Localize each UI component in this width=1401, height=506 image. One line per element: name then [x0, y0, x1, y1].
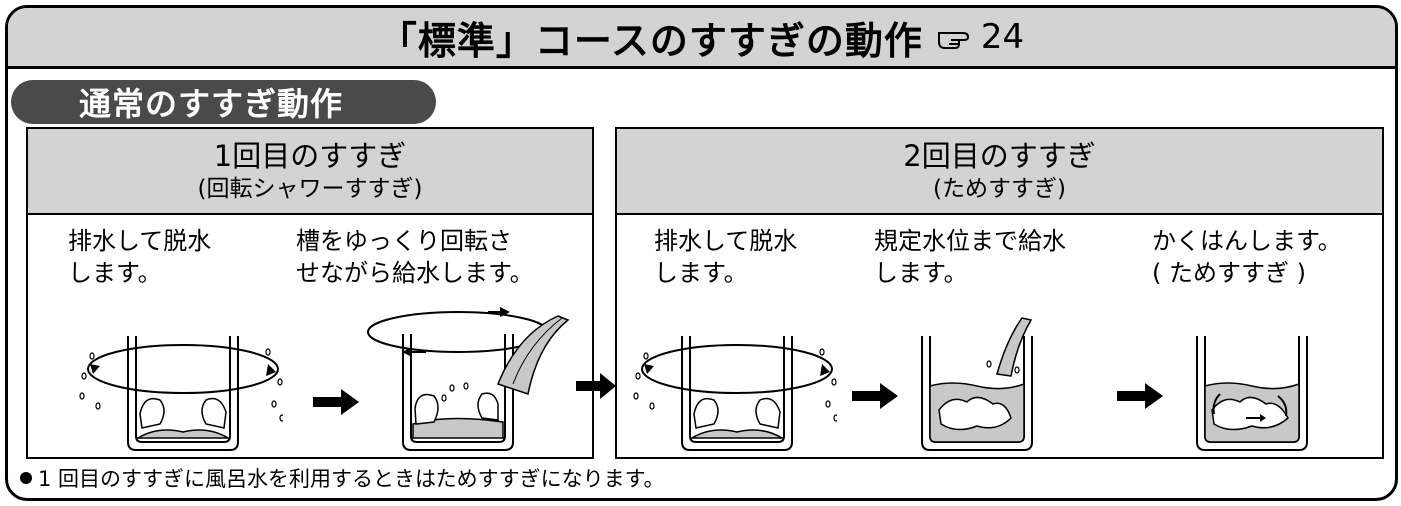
step-text-line: せながら給水します。	[296, 259, 534, 287]
title-bar: 「標準」コースのすすぎの動作 24	[8, 8, 1395, 69]
next-step-arrow-icon	[313, 389, 359, 415]
footnote: 1 回目のすすぎに風呂水を利用するときはためすすぎになります。	[20, 463, 665, 493]
section-label: 通常のすすぎ動作	[11, 80, 436, 124]
page-title: 「標準」コースのすすぎの動作	[378, 18, 923, 63]
step-drain-spin: 排水して脱水 します。	[68, 225, 211, 289]
second-rinse-heading: 2回目のすすぎ	[903, 139, 1096, 173]
first-rinse-heading: 1回目のすすぎ	[213, 139, 407, 173]
page-reference: 24	[937, 17, 1024, 57]
step-text-line: します。	[68, 259, 162, 287]
first-rinse-header: 1回目のすすぎ (回転シャワーすすぎ)	[28, 129, 592, 215]
next-step-arrow-icon	[852, 383, 898, 409]
tub-filled-illustration	[921, 317, 1033, 451]
manual-frame: 「標準」コースのすすぎの動作 24 通常のすすぎ動作 1回目のすすぎ (回転シャ…	[5, 5, 1398, 501]
bullet-icon	[20, 472, 32, 484]
tub-spin-drain-illustration	[79, 336, 283, 451]
tub-agitate-illustration	[1196, 336, 1308, 451]
second-rinse-subheading: (ためすすぎ)	[933, 176, 1066, 202]
tub-spin-drain-illustration	[633, 336, 837, 451]
step-text-line: かくはんします。	[1152, 227, 1342, 255]
step-agitate: かくはんします。 ( ためすすぎ )	[1152, 225, 1342, 289]
step-drain-spin: 排水して脱水 します。	[654, 225, 797, 289]
second-rinse-header: 2回目のすすぎ (ためすすぎ)	[617, 129, 1382, 215]
first-rinse-panel: 1回目のすすぎ (回転シャワーすすぎ) 排水して脱水 します。 槽をゆっくり回転…	[26, 127, 594, 459]
step-rotate-fill: 槽をゆっくり回転さ せながら給水します。	[296, 225, 534, 289]
step-text-line: します。	[874, 259, 968, 287]
tub-rotate-fill-illustration	[367, 307, 570, 451]
step-text-line: ( ためすすぎ )	[1152, 259, 1306, 287]
next-step-arrow-icon	[1117, 383, 1163, 409]
pointing-hand-icon	[937, 32, 969, 49]
section-label-text: 通常のすすぎ動作	[79, 85, 344, 123]
reference-page-number: 24	[980, 17, 1025, 57]
footnote-text: 1 回目のすすぎに風呂水を利用するときはためすすぎになります。	[38, 467, 665, 491]
next-step-arrow-icon	[576, 373, 616, 399]
step-text-line: 排水して脱水	[654, 227, 798, 255]
step-text-line: 排水して脱水	[68, 227, 212, 255]
step-text-line: 槽をゆっくり回転さ	[296, 227, 512, 255]
step-text-line: 規定水位まで給水	[874, 227, 1066, 255]
step-text-line: します。	[654, 259, 748, 287]
second-rinse-panel: 2回目のすすぎ (ためすすぎ) 排水して脱水 します。 規定水位まで給水 します…	[615, 127, 1384, 459]
step-fill-to-level: 規定水位まで給水 します。	[874, 225, 1066, 289]
first-rinse-subheading: (回転シャワーすすぎ)	[197, 176, 423, 202]
